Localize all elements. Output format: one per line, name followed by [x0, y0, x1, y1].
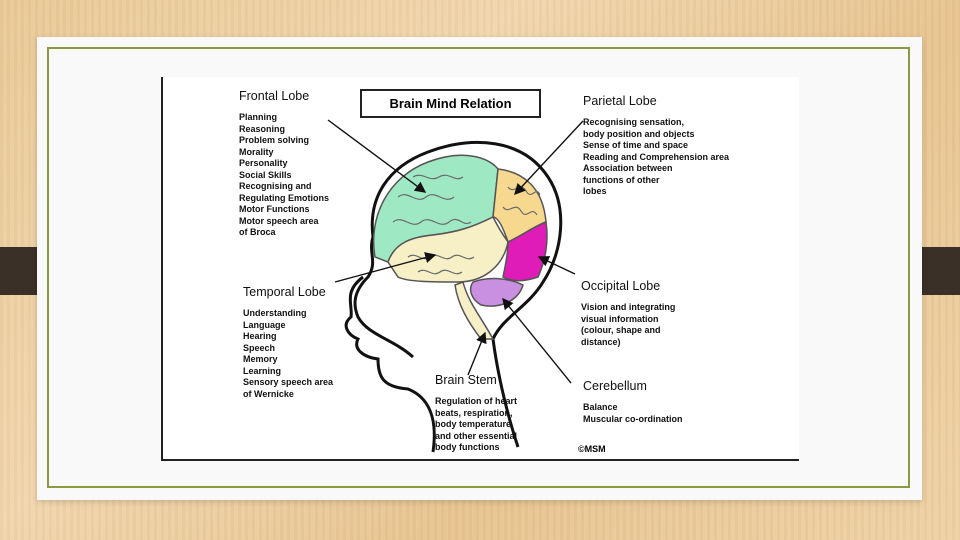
- brain-illustration: [327, 119, 584, 453]
- arrow-cerebellum: [502, 297, 572, 384]
- function-item: Reasoning: [239, 123, 286, 134]
- function-item: Morality: [239, 146, 274, 157]
- function-item: body temperature: [435, 419, 512, 429]
- head-outline: [353, 140, 563, 448]
- frontal-lobe-block: Frontal Lobe Planning Reasoning Problem …: [239, 89, 329, 239]
- frontal-lobe-heading: Frontal Lobe: [239, 89, 310, 103]
- function-item: Personality: [239, 158, 288, 168]
- copyright-label: ©MSM: [578, 444, 606, 454]
- function-item: beats, respiration,: [435, 407, 513, 418]
- arrow-temporal: [334, 252, 437, 283]
- function-item: Language: [243, 319, 286, 330]
- temporal-lobe-functions: Understanding Language Hearing Speech Me…: [243, 308, 333, 400]
- function-item: Problem solving: [239, 135, 310, 145]
- slide: Brain Mind Relation Frontal Lobe Plannin…: [37, 37, 922, 500]
- function-item: visual information: [581, 313, 659, 324]
- function-item: Understanding: [243, 308, 307, 318]
- cerebellum-functions: Balance Muscular co-ordination: [583, 402, 683, 425]
- function-item: Hearing: [243, 331, 277, 341]
- parietal-lobe-block: Parietal Lobe Recognising sensation, bod…: [583, 94, 729, 198]
- brain-diagram: Brain Mind Relation Frontal Lobe Plannin…: [161, 77, 799, 461]
- function-item: Motor speech area: [239, 215, 319, 226]
- occipital-lobe-shape: [502, 220, 548, 282]
- function-item: Association between: [583, 163, 673, 173]
- function-item: body functions: [435, 442, 500, 452]
- slide-frame: [47, 47, 910, 488]
- function-item: of Wernicke: [243, 388, 294, 399]
- function-item: Recognising sensation,: [583, 117, 685, 127]
- face-profile: [344, 275, 436, 453]
- function-item: Regulation of heart: [435, 396, 518, 406]
- cerebellum-shape: [469, 277, 524, 307]
- brain-stem-functions: Regulation of heart beats, respiration, …: [435, 396, 517, 454]
- cerebellum-block: Cerebellum Balance Muscular co-ordinatio…: [583, 379, 683, 425]
- function-item: and other essential: [435, 430, 518, 441]
- function-item: Sensory speech area: [243, 377, 334, 387]
- function-item: of Broca: [239, 227, 276, 237]
- arrow-occipital: [537, 256, 576, 275]
- function-item: body position and objects: [583, 128, 695, 139]
- function-item: distance): [581, 336, 621, 347]
- temporal-lobe-block: Temporal Lobe Understanding Language Hea…: [243, 285, 333, 400]
- brain-stem-block: Brain Stem Regulation of heart beats, re…: [435, 373, 517, 454]
- function-item: Learning: [243, 365, 282, 376]
- parietal-lobe-heading: Parietal Lobe: [583, 94, 657, 108]
- arrow-brainstem: [467, 331, 487, 376]
- diagram-title: Brain Mind Relation: [360, 89, 541, 118]
- occipital-lobe-heading: Occipital Lobe: [581, 279, 661, 293]
- function-item: Regulating Emotions: [239, 192, 329, 203]
- temporal-lobe-shape: [387, 215, 509, 283]
- frontal-lobe-functions: Planning Reasoning Problem solving Moral…: [239, 112, 329, 239]
- function-item: Planning: [239, 112, 277, 122]
- function-item: Speech: [243, 342, 276, 353]
- brain-stem-shape: [454, 281, 495, 340]
- occipital-lobe-functions: Vision and integrating visual informatio…: [581, 302, 675, 348]
- function-item: Sense of time and space: [583, 140, 689, 150]
- function-item: Muscular co-ordination: [583, 413, 683, 424]
- function-item: Balance: [583, 402, 618, 412]
- function-item: Reading and Comprehension area: [583, 151, 730, 162]
- function-item: Social Skills: [239, 169, 292, 180]
- function-item: functions of other: [583, 174, 660, 185]
- function-item: Memory: [243, 354, 278, 364]
- function-item: Recognising and: [239, 181, 312, 191]
- function-item: Motor Functions: [239, 204, 310, 214]
- occipital-lobe-block: Occipital Lobe Vision and integrating vi…: [581, 279, 675, 348]
- cerebellum-heading: Cerebellum: [583, 379, 647, 393]
- arrow-parietal: [514, 120, 584, 196]
- parietal-lobe-functions: Recognising sensation, body position and…: [583, 117, 729, 198]
- function-item: Vision and integrating: [581, 302, 676, 312]
- arrow-frontal: [327, 119, 427, 193]
- function-item: lobes: [583, 186, 607, 196]
- temporal-lobe-heading: Temporal Lobe: [243, 285, 326, 299]
- brain-stem-heading: Brain Stem: [435, 373, 497, 387]
- function-item: (colour, shape and: [581, 325, 661, 335]
